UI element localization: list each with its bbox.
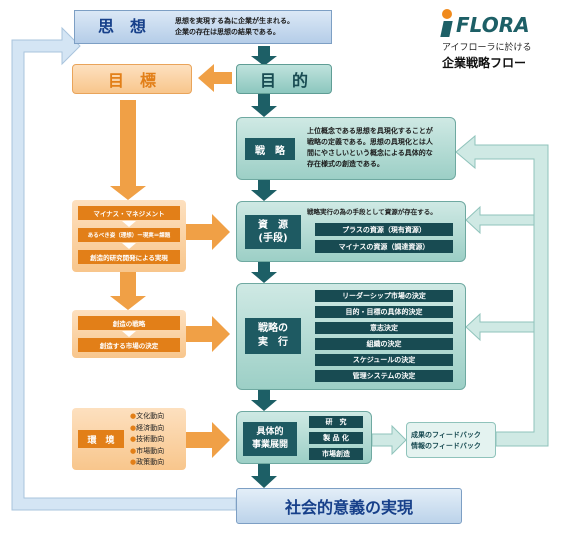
- shigen-label-2: (手段): [258, 233, 288, 244]
- logo: FLORA アイフローラに於ける 企業戦略フロー: [430, 5, 562, 73]
- tenkai-item-1: 研 究: [309, 416, 363, 428]
- jikkou-box: 戦略の 実 行 リーダーシップ市場の決定 目的・目標の具体的決定 意志決定 組織…: [236, 283, 466, 390]
- flora-logo-mark: [440, 9, 458, 39]
- jikkou-label-2: 実 行: [258, 337, 288, 348]
- arrow-group2-jikkou: [186, 316, 230, 352]
- left-group1-item-2: あるべき姿（理想）ー現実＝課題: [78, 228, 180, 242]
- shisou-desc-1: 思想を実現する為に企業が生まれる。: [175, 17, 294, 25]
- jikkou-item-1: リーダーシップ市場の決定: [315, 290, 453, 302]
- mokuteki-box: 目 的: [236, 64, 332, 94]
- arrow-group1-down: [110, 272, 146, 310]
- senryaku-label: 戦 略: [245, 138, 295, 160]
- shigen-item-2: マイナスの資源（調達資源）: [315, 240, 453, 253]
- senryaku-box: 戦 略 上位概念である思想を具現化することが 戦略の定義である。思想の具現化とは…: [236, 117, 456, 180]
- shigen-label: 資 源 (手段): [245, 215, 301, 249]
- jikkou-item-4: 組織の決定: [315, 338, 453, 350]
- arrow-mokuhyou-down: [110, 100, 146, 200]
- arrow-mokuteki-mokuhyou: [198, 64, 232, 92]
- arrow-kankyou-tenkai: [186, 422, 230, 458]
- tenkai-item-2: 製 品 化: [309, 432, 363, 444]
- feedback-arrow-execution: [465, 312, 535, 342]
- shisou-box: 思 想 思想を実現する為に企業が生まれる。 企業の存在は思想の結果である。: [74, 10, 332, 44]
- shakai-label: 社会的意義の実現: [284, 498, 413, 517]
- senryaku-desc-2: 戦略の定義である。思想の具現化とは人: [307, 138, 433, 146]
- left-group1-chevrons: [122, 221, 136, 249]
- kankyou-item: ●政策動向: [130, 458, 165, 466]
- tenkai-label-2: 事業展開: [251, 440, 288, 450]
- jikkou-item-6: 管理システムの決定: [315, 370, 453, 382]
- shigen-box: 資 源 (手段) 戦略実行の為の手段として資源が存在する。 プラスの資源（現有資…: [236, 201, 466, 262]
- jikkou-label-1: 戦略の: [258, 323, 288, 334]
- kankyou-item: ●技術動向: [130, 435, 165, 443]
- arrow-jikkou-tenkai: [251, 390, 277, 411]
- mokuteki-label: 目 的: [259, 71, 308, 90]
- kankyou-list: ●文化動向 ●経済動向 ●技術動向 ●市場動向 ●政策動向: [130, 411, 186, 469]
- arrow-group1-shigen: [186, 214, 230, 250]
- mokuhyou-box: 目 標: [72, 64, 192, 94]
- left-group1-item-1: マイナス・マネジメント: [78, 206, 180, 220]
- arrow-to-feedback: [371, 424, 407, 456]
- arrow-mokuteki-senryaku: [251, 94, 277, 117]
- shigen-intro: 戦略実行の為の手段として資源が存在する。: [307, 208, 437, 216]
- jikkou-item-5: スケジュールの決定: [315, 354, 453, 366]
- jikkou-item-2: 目的・目標の具体的決定: [315, 306, 453, 318]
- logo-title: 企業戦略フロー: [442, 56, 527, 70]
- feedback-line-1: 成果のフィードバック: [411, 431, 481, 439]
- logo-brand: FLORA: [456, 13, 530, 37]
- feedback-arrow-resource: [465, 205, 535, 235]
- left-group2-item-1: 創造の戦略: [78, 316, 180, 330]
- left-group2-chevron: [122, 331, 136, 337]
- left-group2-box: 創造の戦略 創造する市場の決定: [72, 310, 186, 358]
- kankyou-item: ●文化動向: [130, 412, 165, 420]
- arrow-tenkai-shakai: [251, 464, 277, 488]
- senryaku-desc-1: 上位概念である思想を具現化することが: [307, 127, 433, 135]
- arrow-shigen-jikkou: [251, 262, 277, 283]
- left-group1-item-3: 創造的研究開発による実現: [78, 250, 180, 264]
- shigen-item-1: プラスの資源（現有資源）: [315, 223, 453, 236]
- tenkai-box: 具体的 事業展開 研 究 製 品 化 市場創造: [236, 411, 372, 464]
- logo-subtitle: アイフローラに於ける: [442, 43, 532, 53]
- kankyou-item: ●市場動向: [130, 446, 165, 455]
- tenkai-label-1: 具体的: [256, 427, 284, 437]
- left-group2-item-2: 創造する市場の決定: [78, 338, 180, 352]
- kankyou-label: 環 境: [78, 430, 124, 448]
- shigen-label-1: 資 源: [258, 220, 288, 231]
- senryaku-desc-4: 存在様式の創造である。: [307, 160, 384, 168]
- jikkou-item-3: 意志決定: [315, 322, 453, 334]
- tenkai-label: 具体的 事業展開: [243, 422, 297, 456]
- senryaku-desc-3: 間にやさしいという概念による具体的な: [307, 149, 433, 157]
- kankyou-item: ●経済動向: [130, 423, 165, 432]
- left-group1-box: マイナス・マネジメント あるべき姿（理想）ー現実＝課題 創造的研究開発による実現: [72, 200, 186, 272]
- arrow-shisou-mokuteki: [251, 46, 277, 66]
- mokuhyou-label: 目 標: [107, 71, 156, 90]
- jikkou-label: 戦略の 実 行: [245, 318, 301, 354]
- feedback-box: 成果のフィードバック 情報のフィードバック: [406, 422, 496, 458]
- arrow-senryaku-shigen: [251, 180, 277, 201]
- shakai-box: 社会的意義の実現: [236, 488, 462, 524]
- kankyou-box: 環 境 ●文化動向 ●経済動向 ●技術動向 ●市場動向 ●政策動向: [72, 408, 186, 470]
- shisou-desc-2: 企業の存在は思想の結果である。: [175, 28, 280, 36]
- shisou-label: 思 想: [97, 17, 146, 36]
- feedback-line-2: 情報のフィードバック: [411, 442, 481, 450]
- tenkai-item-3: 市場創造: [309, 448, 363, 460]
- feedback-loop-arrow: [455, 134, 549, 447]
